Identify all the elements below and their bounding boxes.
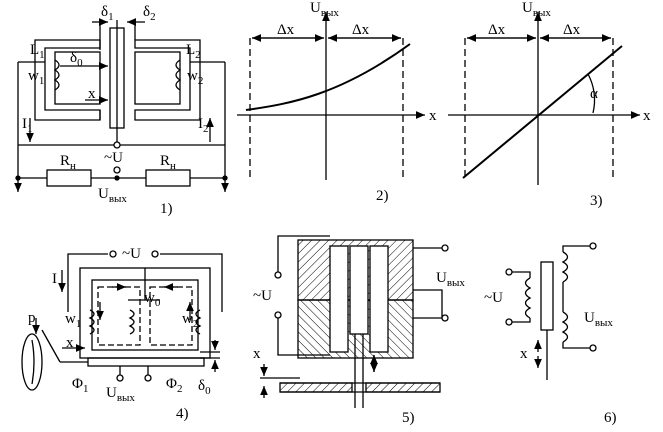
fig1-x-label: x <box>88 86 96 102</box>
fig6-secondary-coil-top <box>561 251 569 283</box>
fig1-L1-label: L1 <box>30 42 45 61</box>
fig3-dx-right: Δx <box>563 22 581 38</box>
fig3-line <box>462 45 623 179</box>
fig1-uout-label: Uвых <box>98 186 127 205</box>
fig1-rn-right-label: Rн <box>160 153 176 172</box>
coil-w1 <box>53 59 60 91</box>
fig4-armature <box>87 357 205 367</box>
fig1-delta0-label: δ0 <box>70 50 83 69</box>
load-resistor-left <box>46 169 92 187</box>
fig1-L2-label: L2 <box>186 42 201 61</box>
fig1-supply-label: ~U <box>104 150 123 166</box>
load-resistor-right <box>145 169 191 187</box>
fig3-x-axis-label: x <box>643 108 651 124</box>
fig4-coil-w0 <box>128 309 135 335</box>
fig3-dx-left: Δx <box>488 22 506 38</box>
fig4-p-label: p <box>28 310 36 326</box>
fig4-phi1-label: Φ1 <box>72 376 88 395</box>
fig2-dx-right: Δx <box>352 22 370 38</box>
fig5-uout-label: Uвых <box>436 270 465 289</box>
fig4-delta0-label: δ0 <box>198 378 211 397</box>
fig2-y-axis-label: Uвых <box>310 0 339 19</box>
fig2-caption: 2) <box>376 188 389 204</box>
figure-4-transformer-sensor <box>21 250 223 391</box>
figure-6-differential-transformer <box>505 242 597 380</box>
fig6-secondary-coil-bottom <box>561 311 569 343</box>
right-magnetic-core <box>134 39 201 121</box>
fig4-coil-w1 <box>88 309 95 335</box>
figure-1-differential-inductive-sensor <box>14 18 229 192</box>
fig6-uout-label: Uвых <box>584 310 613 329</box>
fig1-rn-left-label: Rн <box>60 153 76 172</box>
fig6-core <box>540 261 554 331</box>
fig1-delta1-label: δ1 <box>101 4 114 23</box>
fig4-w2-label: w2 <box>182 311 198 330</box>
fig1-I1-label: I1 <box>22 116 33 135</box>
fig1-delta2-label: δ2 <box>143 4 156 23</box>
fig1-caption: 1) <box>160 201 173 217</box>
fig4-x-label: x <box>66 335 74 351</box>
fig5-caption: 5) <box>402 410 415 426</box>
figure-3-linear-characteristic <box>448 12 640 185</box>
fig4-caption: 4) <box>176 406 189 422</box>
fig4-w1-label: w1 <box>65 311 81 330</box>
fig2-dx-left: Δx <box>277 22 295 38</box>
fig3-alpha: α <box>590 86 598 102</box>
fig4-coil-w2 <box>195 309 202 335</box>
fig3-y-axis-label: Uвых <box>522 0 551 19</box>
fig4-I-label: I <box>52 271 57 287</box>
fig1-w1-label: w1 <box>28 68 44 87</box>
fig5-supply-label: ~U <box>253 288 272 304</box>
fig1-w2-label: w2 <box>187 68 203 87</box>
figure-5-sectional-transformer-sensor <box>260 235 449 408</box>
figure-2-nonlinear-characteristic <box>237 12 425 180</box>
fig6-caption: 6) <box>604 410 617 426</box>
fig6-supply-label: ~U <box>484 290 503 306</box>
supply-terminal-top <box>113 141 121 149</box>
fig3-caption: 3) <box>590 193 603 209</box>
fig6-x-label: x <box>520 346 528 362</box>
fig5-plunger <box>349 245 369 335</box>
fig5-x-label: x <box>253 346 261 362</box>
fig2-x-axis-label: x <box>429 108 437 124</box>
fig4-pressure-element <box>21 333 43 391</box>
fig1-I2-label: I2 <box>198 116 209 135</box>
coil-w2 <box>175 59 182 91</box>
supply-terminal-bottom <box>113 166 121 174</box>
fig4-supply-label: ~U <box>122 246 141 262</box>
fig4-w0-label: w0 <box>144 290 161 309</box>
fig4-uout-label: Uвых <box>106 385 135 404</box>
fig4-phi2-label: Φ2 <box>166 376 182 395</box>
fig6-primary-coil <box>524 277 532 319</box>
fig2-curve <box>245 43 411 111</box>
